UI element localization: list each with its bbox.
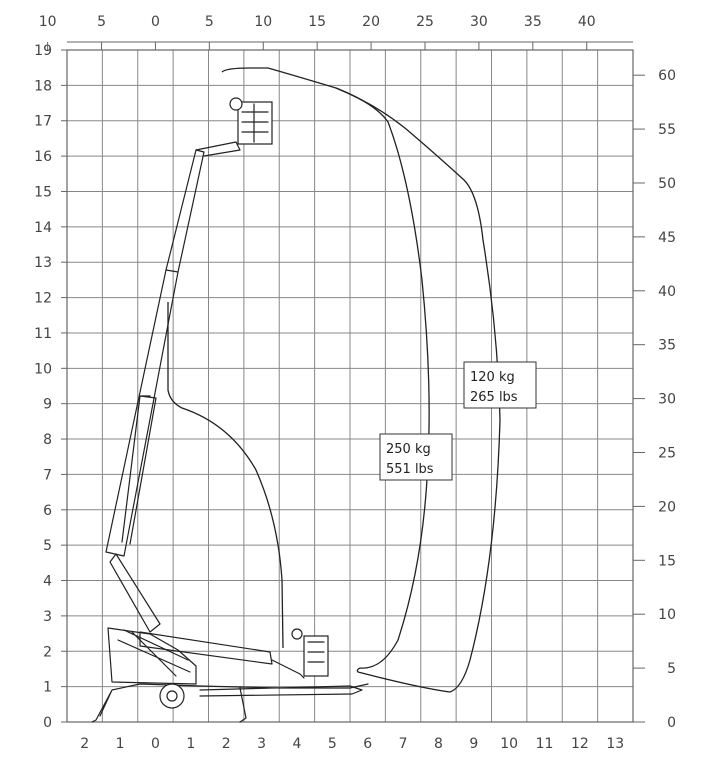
raised-basket [237, 101, 273, 145]
top-tick-label: 10 [39, 14, 57, 30]
bottom-tick-label: 12 [571, 736, 589, 752]
stowed-basket [303, 635, 329, 677]
left-tick-label: 15 [34, 184, 52, 200]
right-tick-label: 40 [658, 284, 676, 300]
top-tick-label: 5 [97, 14, 106, 30]
left-tick-label: 17 [34, 114, 52, 130]
right-tick-label: 55 [658, 122, 676, 138]
left-tick-label: 6 [43, 503, 52, 519]
label-box-120kg [463, 361, 537, 409]
right-tick-label: 35 [658, 338, 676, 354]
top-tick-label: 20 [362, 14, 380, 30]
label-box-250kg [379, 433, 453, 481]
top-tick-label: 10 [254, 14, 272, 30]
top-tick-label: 25 [416, 14, 434, 30]
bottom-tick-label: 5 [328, 736, 337, 752]
left-tick-label: 13 [34, 255, 52, 271]
inner-reach-line [167, 302, 284, 649]
bottom-tick-label: 7 [399, 736, 408, 752]
label-120kg-line2: 265 lbs [470, 390, 518, 405]
left-tick-label: 3 [43, 609, 52, 625]
left-tick-label: 2 [43, 644, 52, 660]
left-tick-label: 5 [43, 538, 52, 554]
bottom-tick-label: 3 [257, 736, 266, 752]
lift-machine-drawing [91, 97, 369, 723]
left-tick-label: 19 [34, 43, 52, 59]
lower-stowed-arm [139, 631, 273, 665]
raised-basket-rails [241, 103, 269, 143]
first-boom [109, 553, 161, 633]
stowed-basket-pivot [291, 628, 303, 640]
top-tick-label: 0 [151, 14, 160, 30]
bottom-tick-label: 1 [186, 736, 195, 752]
label-250kg-line2: 551 lbs [386, 462, 434, 477]
left-tick-label: 18 [34, 78, 52, 94]
bottom-tick-label: 6 [363, 736, 372, 752]
left-tick-label: 12 [34, 291, 52, 307]
top-axis-feet: 10 5 0 5 10 15 20 25 30 35 40 [39, 14, 633, 50]
label-120kg-line1: 120 kg [470, 370, 515, 385]
envelope-250kg [335, 87, 430, 669]
right-axis-feet: 0 5 10 15 20 25 30 35 40 45 50 55 60 [633, 68, 676, 731]
top-tick-label: 30 [470, 14, 488, 30]
right-tick-label: 30 [658, 392, 676, 408]
main-boom [105, 269, 179, 557]
top-tick-label: 15 [308, 14, 326, 30]
left-tick-label: 16 [34, 149, 52, 165]
bottom-tick-label: 2 [222, 736, 231, 752]
turret [107, 627, 197, 685]
left-tick-label: 0 [43, 715, 52, 731]
top-tick-label: 40 [578, 14, 596, 30]
tow-bar [199, 685, 363, 697]
right-tick-label: 20 [658, 499, 676, 515]
right-tick-label: 45 [658, 230, 676, 246]
bottom-tick-label: 13 [606, 736, 624, 752]
right-tick-label: 15 [658, 553, 676, 569]
right-tick-label: 25 [658, 445, 676, 461]
stowed-basket-rails [307, 641, 325, 663]
left-tick-label: 7 [43, 467, 52, 483]
right-tick-label: 10 [658, 607, 676, 623]
top-tick-label: 35 [524, 14, 542, 30]
left-tick-label: 8 [43, 432, 52, 448]
top-tick-label: 5 [205, 14, 214, 30]
plot-frame [66, 49, 634, 723]
bottom-tick-label: 11 [536, 736, 554, 752]
bottom-tick-label: 2 [80, 736, 89, 752]
turret-detail [117, 629, 191, 677]
bottom-tick-label: 9 [469, 736, 478, 752]
bottom-tick-label: 8 [434, 736, 443, 752]
label-250kg-line1: 250 kg [386, 442, 431, 457]
chassis-frame [91, 683, 369, 723]
lower-jib [271, 659, 305, 679]
right-tick-label: 50 [658, 176, 676, 192]
bottom-tick-label: 10 [500, 736, 518, 752]
raised-basket-pivot [229, 97, 243, 111]
left-tick-label: 11 [34, 326, 52, 342]
right-tick-label: 0 [667, 715, 676, 731]
wheel-hub [166, 690, 178, 702]
left-tick-label: 4 [43, 574, 52, 590]
bottom-tick-label: 0 [151, 736, 160, 752]
jib [195, 141, 241, 157]
left-tick-label: 14 [34, 220, 52, 236]
bottom-tick-label: 1 [116, 736, 125, 752]
left-tick-label: 1 [43, 680, 52, 696]
main-boom-inner [121, 395, 157, 545]
right-tick-label: 60 [658, 68, 676, 84]
left-tick-label: 9 [43, 397, 52, 413]
right-tick-label: 5 [667, 661, 676, 677]
envelope-120kg [221, 67, 501, 693]
upper-boom [165, 149, 205, 273]
bottom-tick-label: 4 [292, 736, 301, 752]
grid [67, 50, 633, 722]
left-tick-label: 10 [34, 361, 52, 377]
